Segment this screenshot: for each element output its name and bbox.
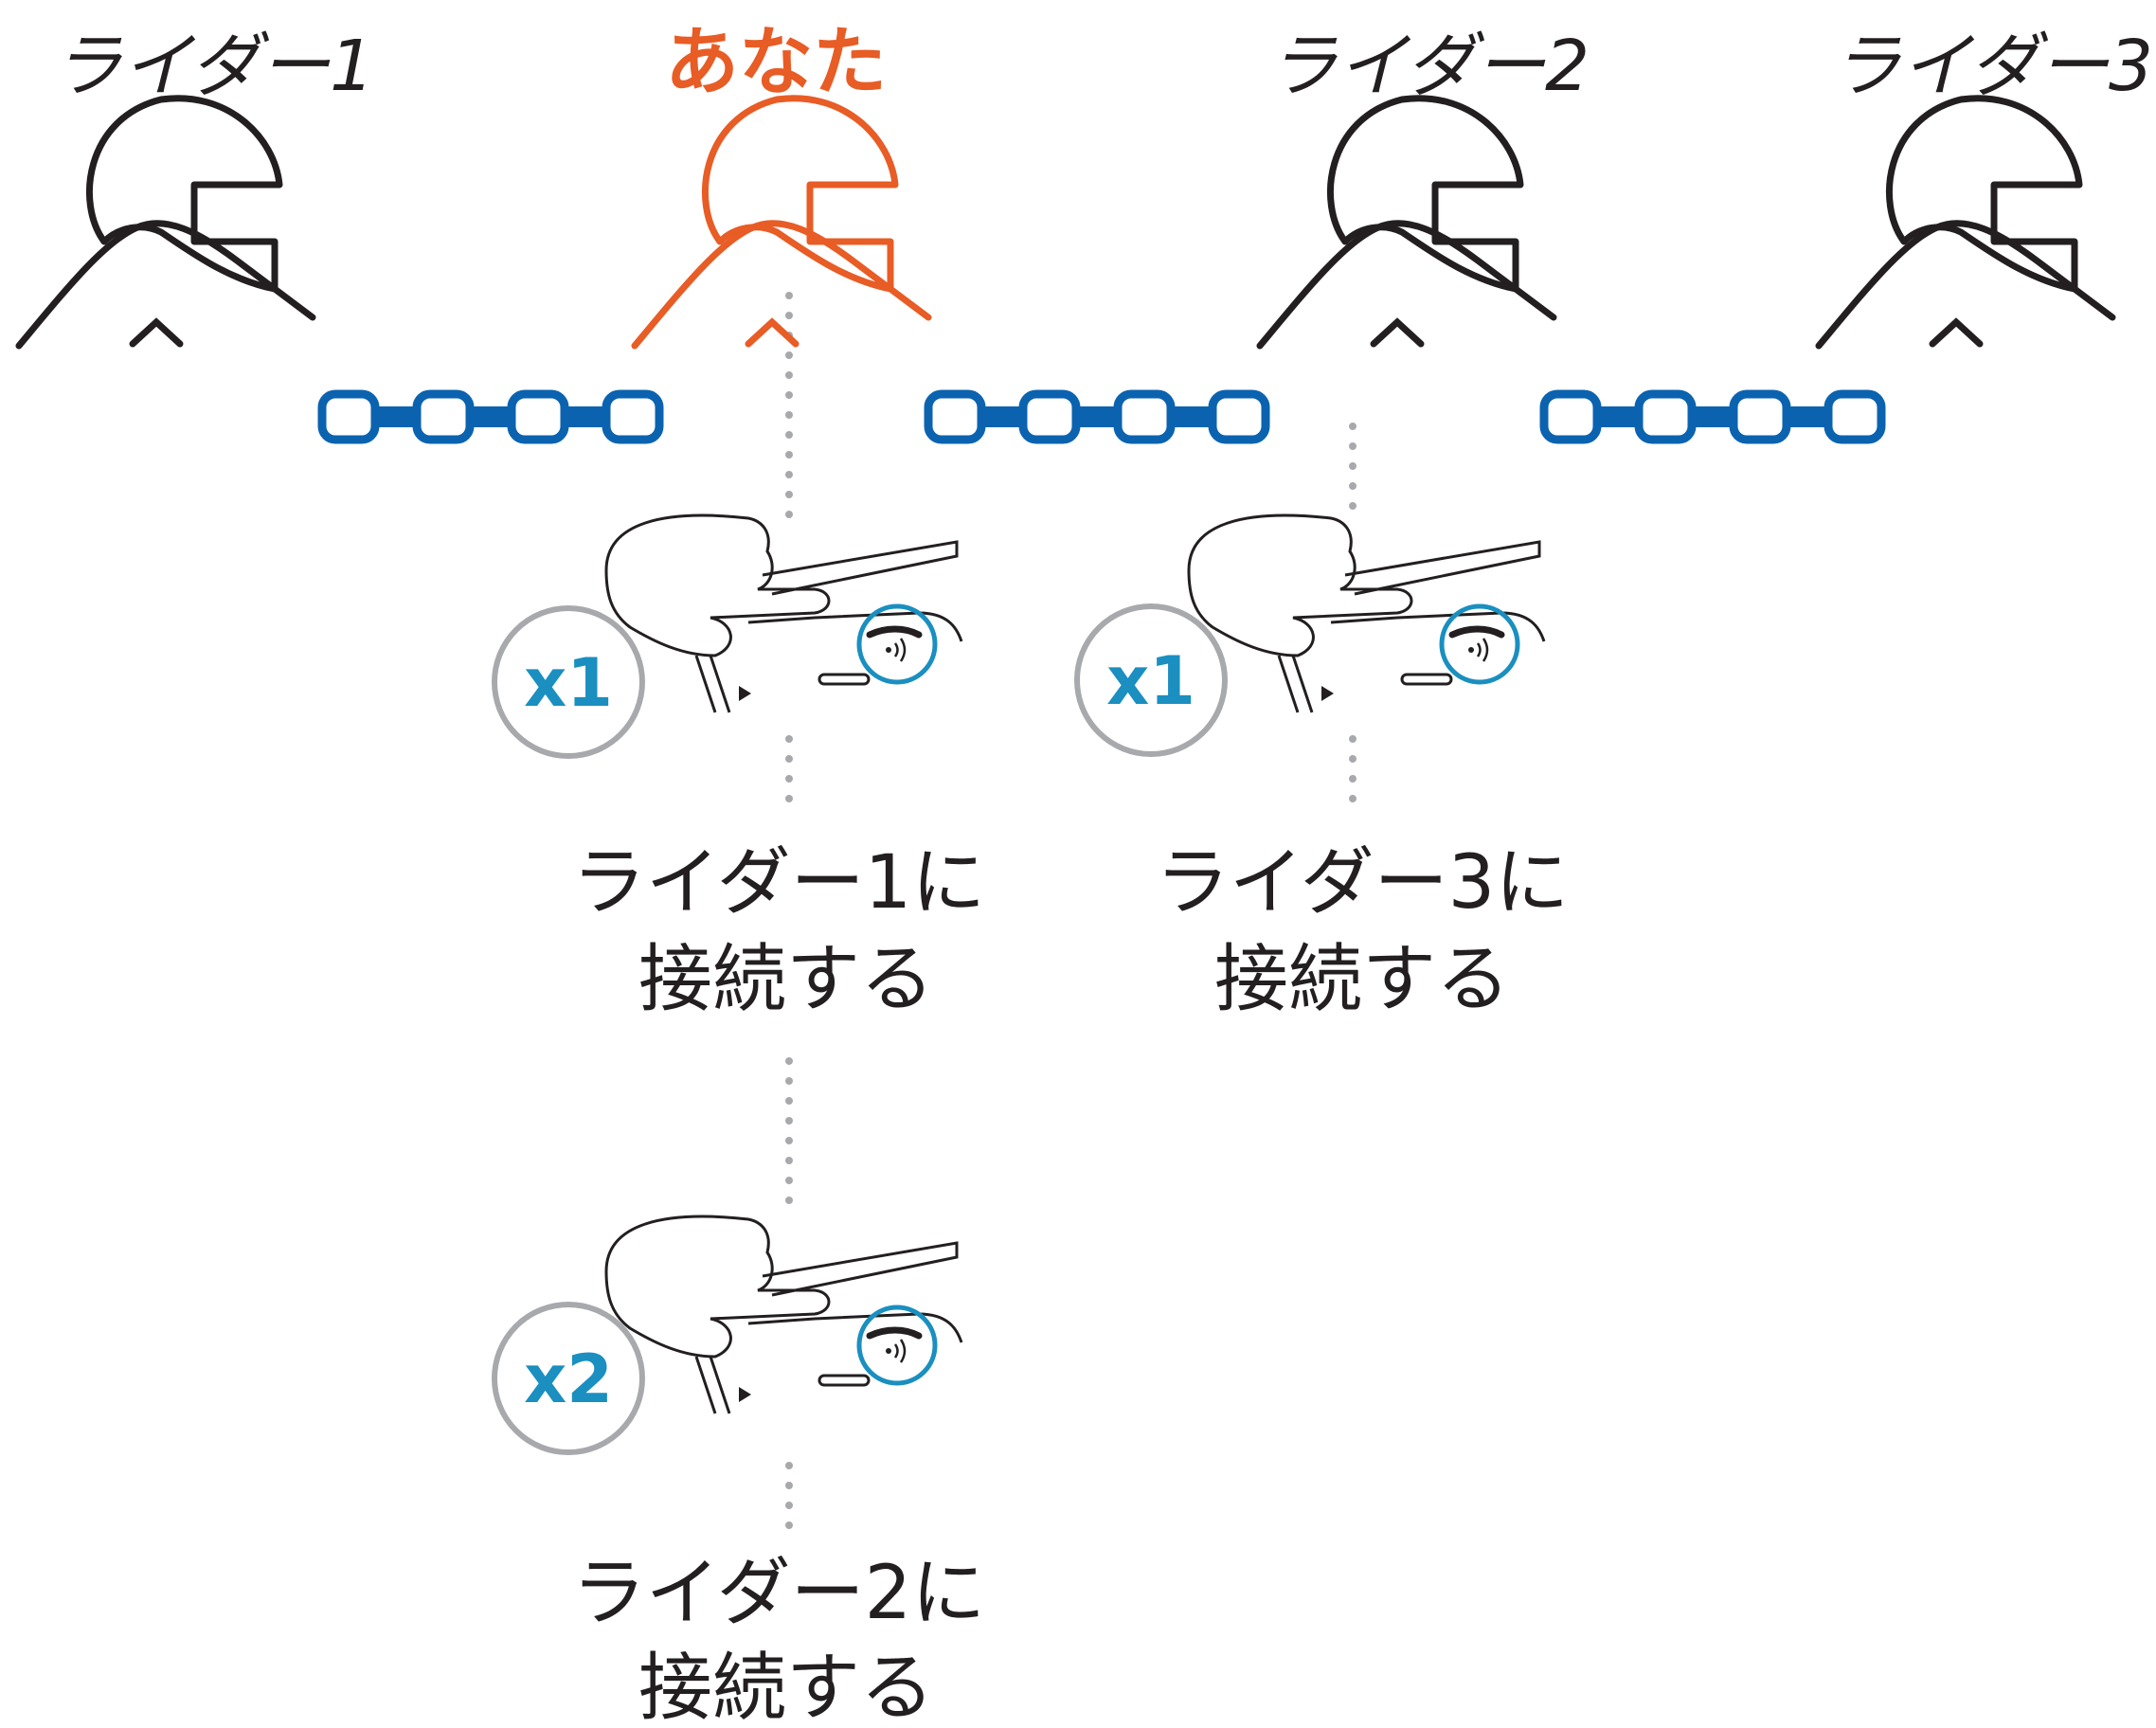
step-connect-rider2: x2 ライダー2に 接続する xyxy=(492,1216,986,1728)
press-count-label: x1 xyxy=(524,644,613,722)
rider3-helmet-icon xyxy=(1819,99,2112,346)
step-connect-rider3: x1 ライダー3に 接続する xyxy=(1074,515,1570,1022)
press-count-label: x1 xyxy=(1106,642,1195,720)
finger-press-button-icon xyxy=(606,515,961,712)
press-count-badge xyxy=(1074,603,1228,757)
rider3-label: ライダー3 xyxy=(1831,26,2153,107)
press-count-badge xyxy=(492,1302,645,1455)
step-caption-line1: ライダー2に xyxy=(572,1551,986,1636)
press-count-badge xyxy=(492,605,645,759)
chain-links xyxy=(317,389,1886,444)
you-label: あなた xyxy=(665,20,887,105)
finger-press-button-icon xyxy=(1189,515,1544,712)
chain-link-icon xyxy=(412,389,475,444)
chain-link-icon xyxy=(1634,389,1697,444)
finger-press-button-icon xyxy=(606,1216,961,1413)
chain-bar xyxy=(1571,406,1855,427)
chain-link-icon xyxy=(1113,389,1176,444)
step-caption-line2: 接続する xyxy=(638,937,934,1022)
chain-link-icon xyxy=(1018,389,1081,444)
chain-link-icon xyxy=(317,389,380,444)
dotted-guides xyxy=(785,292,1356,1543)
you-helmet-icon xyxy=(635,99,928,346)
step-caption-line1: ライダー1に xyxy=(572,840,986,926)
chain-link-icon xyxy=(1824,389,1886,444)
chain-link-icon xyxy=(1539,389,1602,444)
press-count-label: x2 xyxy=(524,1341,613,1418)
rider2-label: ライダー2 xyxy=(1267,26,1590,107)
rider1-helmet-icon xyxy=(19,99,313,346)
step-caption-line1: ライダー3に xyxy=(1156,840,1570,926)
chain-bar xyxy=(955,406,1239,427)
chain-link-icon xyxy=(1729,389,1791,444)
chain-link-icon xyxy=(602,389,664,444)
chain-bar xyxy=(349,406,633,427)
rider1-label: ライダー1 xyxy=(52,26,374,107)
chain-link-icon xyxy=(507,389,569,444)
step-caption-line2: 接続する xyxy=(1214,937,1510,1022)
rider2-helmet-icon xyxy=(1260,99,1554,346)
chain-link-icon xyxy=(1208,389,1270,444)
chain-link-icon xyxy=(924,389,986,444)
step-connect-rider1: x1 ライダー1に 接続する xyxy=(492,515,986,1022)
step-caption-line2: 接続する xyxy=(638,1646,934,1728)
